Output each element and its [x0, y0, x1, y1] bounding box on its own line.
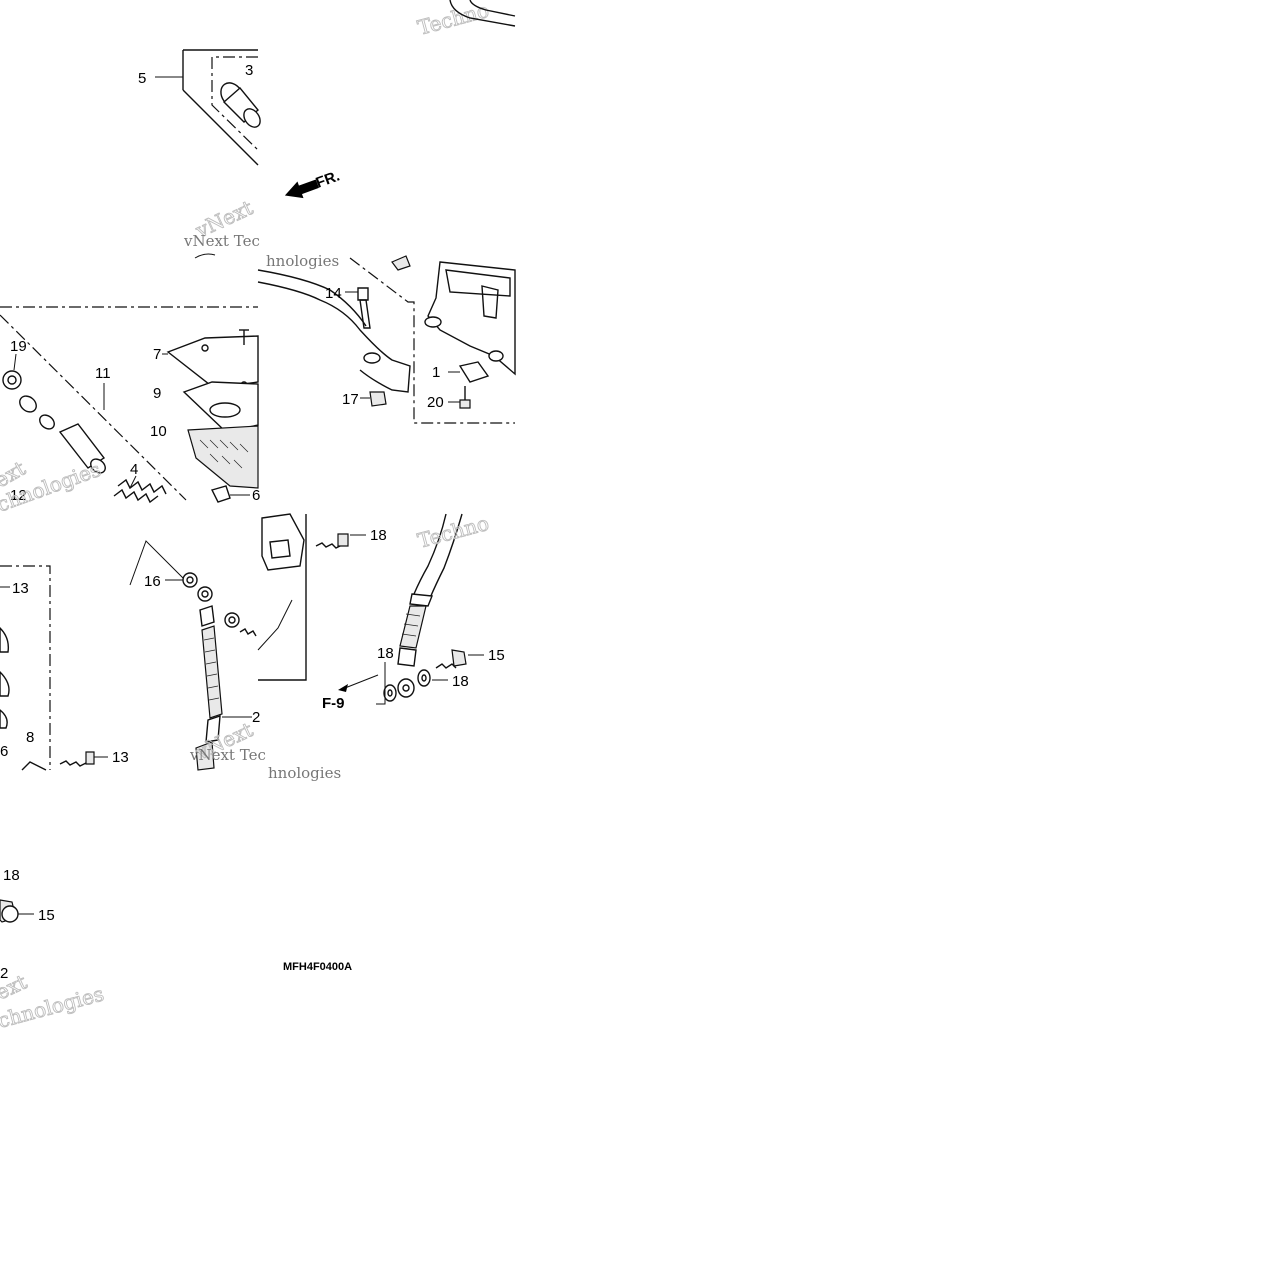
return-spring: [113, 478, 167, 504]
watermark-text: vNext Tec: [183, 232, 260, 250]
washer: [182, 572, 198, 588]
piston-assembly: [19, 395, 106, 474]
watermark-text: Techno: [415, 511, 491, 553]
master-cylinder-body: [424, 261, 516, 376]
diaphragm-plate: [182, 381, 259, 433]
bolt-part: [315, 533, 366, 549]
fragment-part: [391, 255, 411, 271]
washer: [197, 586, 213, 602]
callout-9: 9: [153, 385, 161, 402]
callout-16: 13: [12, 580, 29, 597]
callout-8: 8: [26, 729, 34, 746]
callout-4: 4: [130, 461, 138, 478]
outline-diag: [0, 314, 187, 501]
washer: [224, 612, 240, 628]
tile-bottom-left: 13 6 8 13 16 2: [0, 540, 266, 771]
bolt-fragment: [239, 628, 257, 637]
snap-ring: [2, 370, 22, 390]
callout-2: 2: [0, 965, 8, 982]
reservoir-cap: [166, 335, 259, 389]
callout-12: 12: [10, 487, 27, 504]
callout-6: 6: [0, 743, 8, 760]
callout-11: 11: [95, 365, 111, 382]
banjo-bolt: [435, 649, 484, 669]
sub-assembly-outline: [211, 56, 259, 151]
washer: [383, 684, 397, 702]
callout-18: 16: [144, 573, 161, 590]
hose-top: [449, 0, 516, 27]
pivot-bolt: [357, 287, 381, 364]
caliper-fragment: [0, 671, 10, 697]
hose-holder: [261, 513, 305, 571]
callout-2: 2: [252, 709, 260, 726]
assembly-bracket-diag: [182, 89, 259, 166]
callout-3: 3: [245, 62, 253, 79]
brake-hose: [195, 605, 223, 771]
tile-lower-fragment: 18 15 2 ext chnologies MFH4F0400A: [0, 867, 352, 1033]
holder-outline: [258, 514, 307, 681]
callout-18: 18: [452, 673, 469, 690]
callout-15: 15: [488, 647, 505, 664]
nut-part: [369, 391, 387, 407]
callout-18: 18: [3, 867, 20, 884]
brake-hose-right: [397, 513, 463, 698]
clip-part: [210, 485, 231, 503]
diaphragm: [187, 425, 259, 489]
tile-top-left: 5 3 FR. vNext vNext Tec Techno: [138, 0, 516, 259]
lever-outline: [349, 257, 515, 424]
callout-20: 20: [427, 394, 444, 411]
brake-lever: [257, 281, 411, 393]
brake-lever-inner: [257, 269, 367, 327]
fragment-curve: [194, 253, 216, 259]
callout-13: 13: [112, 749, 129, 766]
watermark-text: vNext Tec: [189, 746, 266, 764]
hose-bracket-lead: [129, 540, 186, 586]
callout-19: 19: [10, 338, 27, 355]
tile-middle-left: 11 19 4 12 ext chnologies 7: [0, 306, 260, 517]
caliper-fragment: [0, 627, 10, 653]
fr-arrow-icon: [284, 179, 319, 199]
switch-part: [448, 361, 490, 383]
reference-arrow-icon: [338, 684, 348, 692]
callout-13: 18: [370, 527, 387, 544]
callout-10: 10: [150, 423, 167, 440]
outline-bottom-left: [0, 565, 51, 770]
watermark-text: hnologies: [266, 252, 339, 270]
callout-6: 6: [252, 487, 260, 504]
tile-middle-right: 14 17 1 20 hnologies: [257, 252, 516, 424]
cross-reference: F-9: [322, 695, 345, 712]
direction-label: FR.: [314, 168, 343, 192]
part-code: MFH4F0400A: [283, 961, 352, 973]
hose-top-inner: [469, 0, 516, 17]
callout-18: 18: [377, 645, 394, 662]
callout-5: 5: [138, 70, 146, 87]
watermark-text: hnologies: [268, 764, 341, 782]
callout-7: 7: [153, 346, 161, 363]
tile-bottom-right: 18 18 18 15 F-9: [257, 510, 505, 782]
caliper-fragment: [0, 709, 8, 729]
bolt-part: [59, 751, 108, 767]
callout-15: 15: [38, 907, 55, 924]
callout-17: 17: [342, 391, 359, 408]
screw-icon: [239, 329, 249, 345]
banjo-fitting: [0, 899, 19, 923]
callout-14: 14: [325, 285, 342, 302]
washer: [417, 669, 431, 687]
switch-screw: [448, 386, 471, 409]
boot-part: [220, 82, 261, 128]
callout-1: 1: [432, 364, 440, 381]
